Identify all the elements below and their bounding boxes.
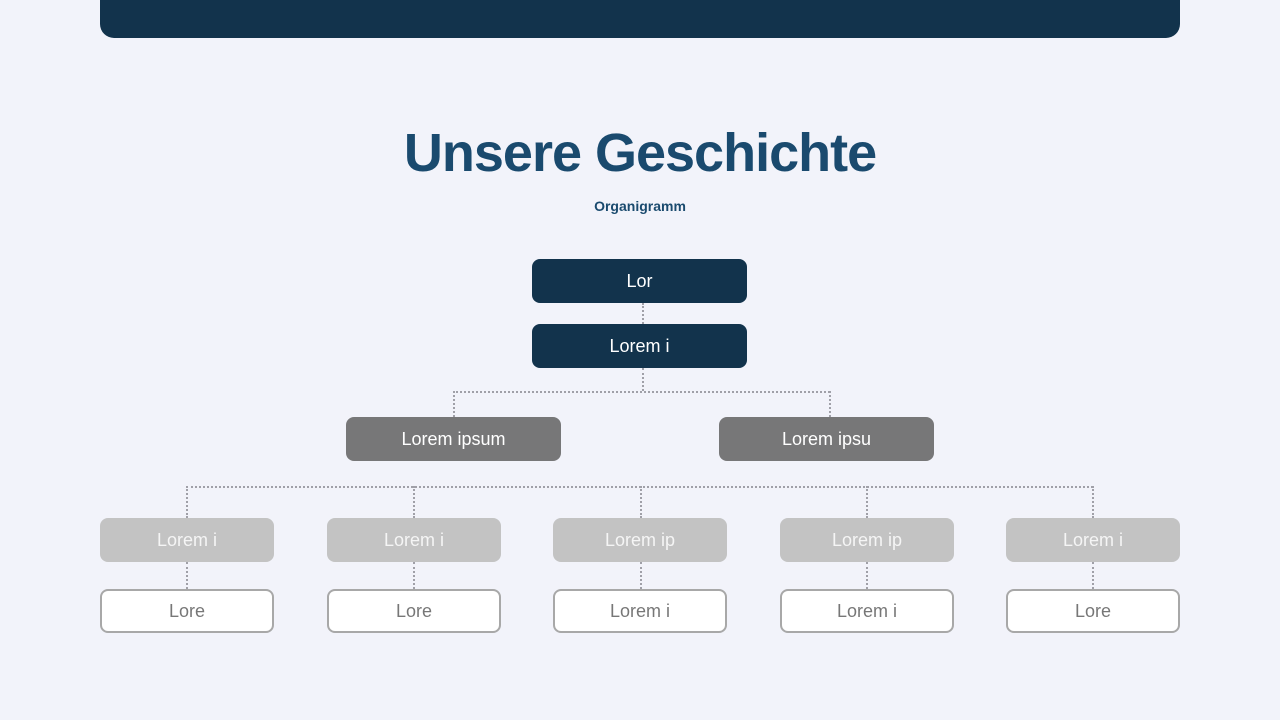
connector <box>642 303 644 324</box>
connector <box>866 562 868 589</box>
org-node-top-2[interactable]: Lorem i <box>532 324 747 368</box>
node-label: Lorem ipsu <box>781 428 872 449</box>
connector <box>453 391 830 393</box>
node-label: Lore <box>1074 600 1112 621</box>
connector <box>186 486 1093 488</box>
node-label: Lorem i <box>609 600 671 621</box>
connector <box>413 562 415 589</box>
org-node-member[interactable]: Lore <box>327 589 501 633</box>
org-node-team[interactable]: Lorem ip <box>553 518 727 562</box>
org-node-member[interactable]: Lore <box>1006 589 1180 633</box>
org-node-team[interactable]: Lorem ip <box>780 518 954 562</box>
connector <box>1092 486 1094 518</box>
org-node-manager[interactable]: Lorem ipsum <box>346 417 561 461</box>
org-node-member[interactable]: Lorem i <box>780 589 954 633</box>
org-node-top[interactable]: Lor <box>532 259 747 303</box>
node-label: Lorem ip <box>831 529 903 550</box>
node-label: Lorem i <box>1062 529 1124 550</box>
org-node-team[interactable]: Lorem i <box>327 518 501 562</box>
org-node-team[interactable]: Lorem i <box>1006 518 1180 562</box>
node-label: Lorem i <box>156 529 218 550</box>
node-label: Lorem i <box>836 600 898 621</box>
connector <box>186 486 188 518</box>
node-label: Lore <box>395 600 433 621</box>
node-label: Lor <box>626 270 653 291</box>
org-node-manager[interactable]: Lorem ipsu <box>719 417 934 461</box>
connector <box>642 368 644 391</box>
connector <box>640 486 642 518</box>
connector <box>413 486 415 518</box>
connector <box>1092 562 1094 589</box>
node-label: Lorem ip <box>604 529 676 550</box>
node-label: Lore <box>168 600 206 621</box>
page-subtitle: Organigramm <box>594 198 686 214</box>
connector <box>453 391 455 417</box>
page-title: Unsere Geschichte <box>403 123 877 183</box>
connector <box>640 562 642 589</box>
connector <box>186 562 188 589</box>
org-node-member[interactable]: Lore <box>100 589 274 633</box>
connector <box>866 486 868 518</box>
node-label: Lorem i <box>383 529 445 550</box>
org-node-team[interactable]: Lorem i <box>100 518 274 562</box>
node-label: Lorem i <box>609 335 670 356</box>
top-banner <box>100 0 1180 38</box>
node-label: Lorem ipsum <box>401 428 506 449</box>
connector <box>829 391 831 417</box>
org-node-member[interactable]: Lorem i <box>553 589 727 633</box>
